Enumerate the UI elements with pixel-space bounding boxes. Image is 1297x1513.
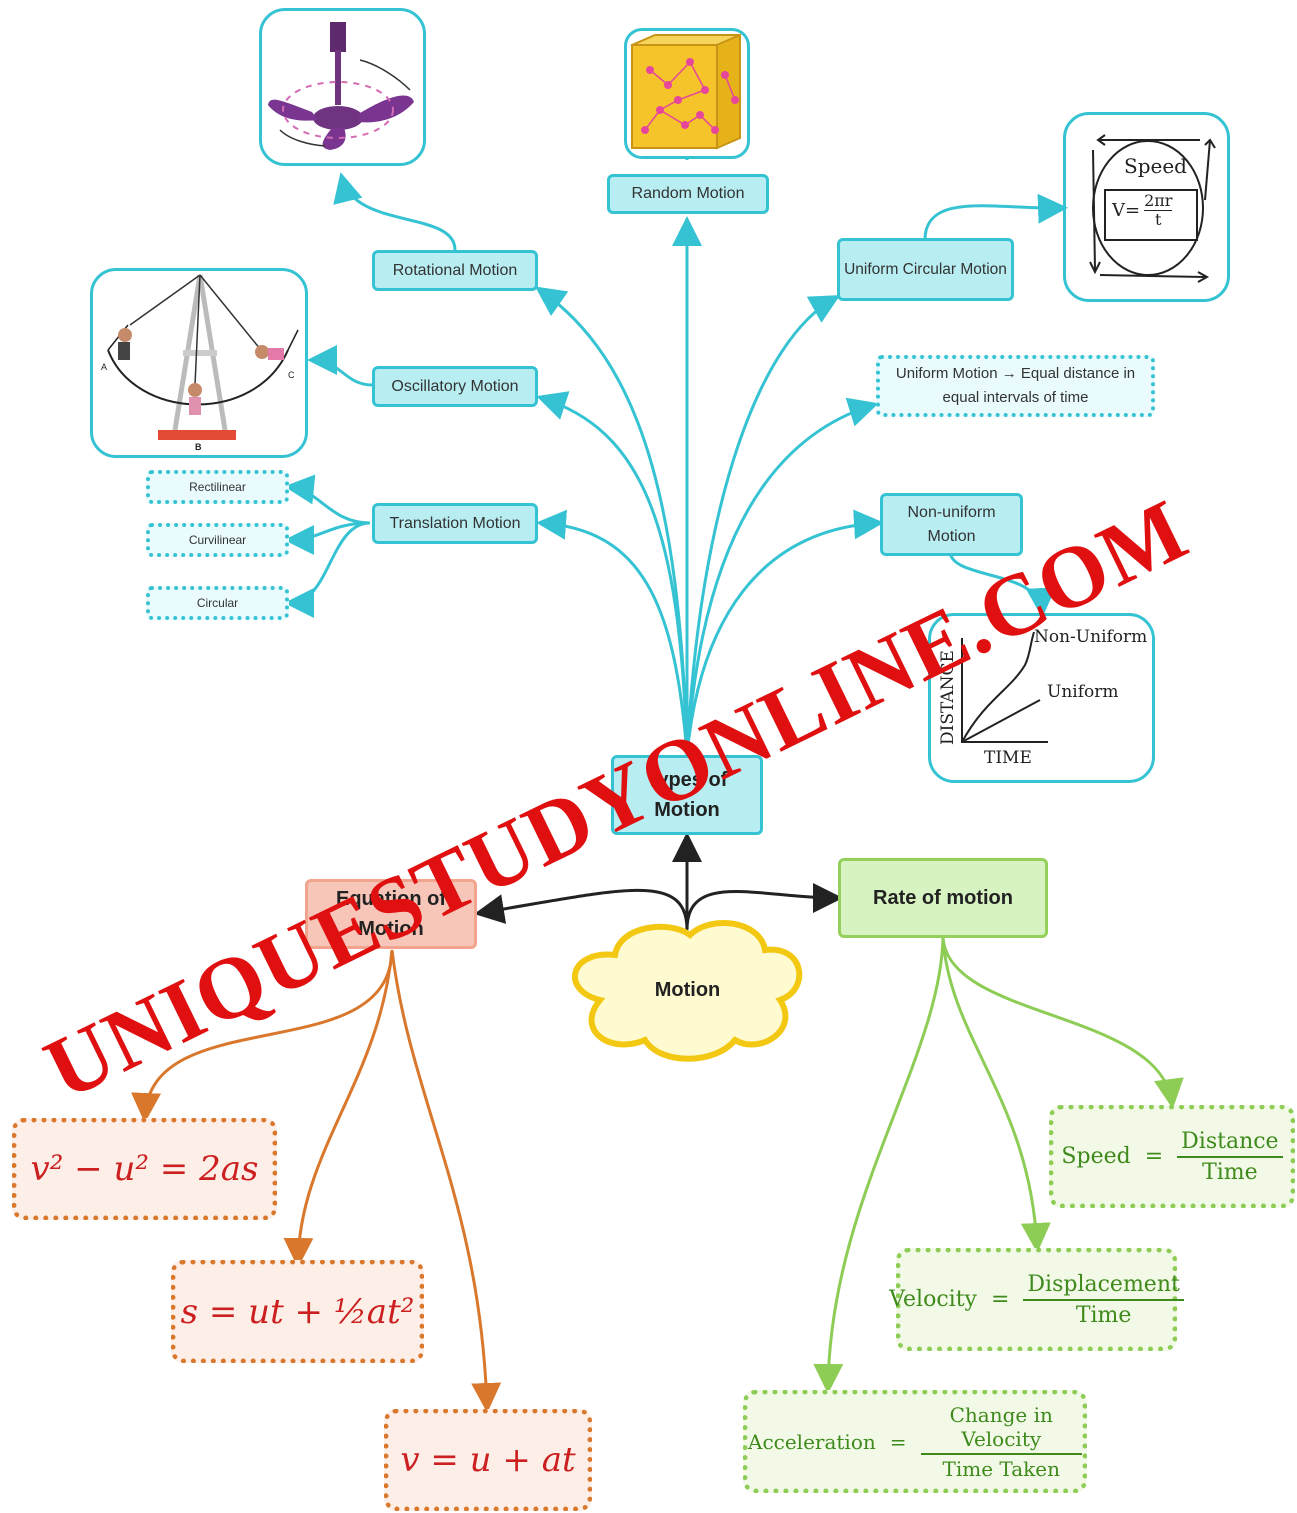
swing-illustration-icon [107, 274, 299, 440]
translation-motion-node[interactable]: Translation Motion [372, 503, 538, 544]
swing-label-a: A [101, 362, 108, 372]
motion-cloud [571, 920, 803, 1062]
swing-label-c: C [288, 370, 295, 380]
speed-title: Speed [1124, 154, 1187, 178]
random-motion-node[interactable]: Random Motion [607, 174, 769, 214]
graph-line-nonuniform: Non-Uniform [1034, 627, 1148, 647]
swing-label-b: B [195, 442, 202, 452]
fan-image-frame [259, 8, 426, 166]
speed-formula: V= 2πr t [1112, 191, 1173, 229]
equation-1[interactable]: v² − u² = 2as [12, 1118, 277, 1220]
uniform-motion-node[interactable]: Uniform Motion → Equal distance in equal… [876, 355, 1155, 417]
equation-3[interactable]: v = u + at [384, 1409, 592, 1511]
rate-of-motion-node[interactable]: Rate of motion [838, 858, 1048, 938]
random-motion-cube-icon [631, 33, 741, 150]
motion-label[interactable]: Motion [654, 978, 721, 1001]
swing-image-frame [90, 268, 308, 458]
circular-node[interactable]: Circular [146, 586, 289, 620]
cube-image-frame [624, 28, 750, 159]
equation-of-motion-node[interactable]: Equation of Motion [305, 879, 477, 949]
curvilinear-node[interactable]: Curvilinear [146, 523, 289, 557]
equation-2[interactable]: s = ut + ½at² [171, 1260, 424, 1363]
graph-xlabel: TIME [984, 748, 1032, 768]
circular-speed-diagram [1089, 134, 1216, 283]
ceiling-fan-icon [268, 22, 414, 150]
oscillatory-motion-node[interactable]: Oscillatory Motion [372, 366, 538, 407]
rectilinear-node[interactable]: Rectilinear [146, 470, 289, 504]
rotational-motion-node[interactable]: Rotational Motion [372, 250, 538, 291]
graph-image-frame [928, 613, 1155, 783]
types-of-motion-node[interactable]: Types of Motion [611, 755, 763, 835]
distance-time-graph [961, 631, 1048, 743]
speed-image-frame [1063, 112, 1230, 302]
graph-line-uniform: Uniform [1047, 682, 1119, 702]
uniform-circular-motion-node[interactable]: Uniform Circular Motion [837, 238, 1014, 301]
non-uniform-motion-node[interactable]: Non-uniform Motion [880, 493, 1023, 556]
